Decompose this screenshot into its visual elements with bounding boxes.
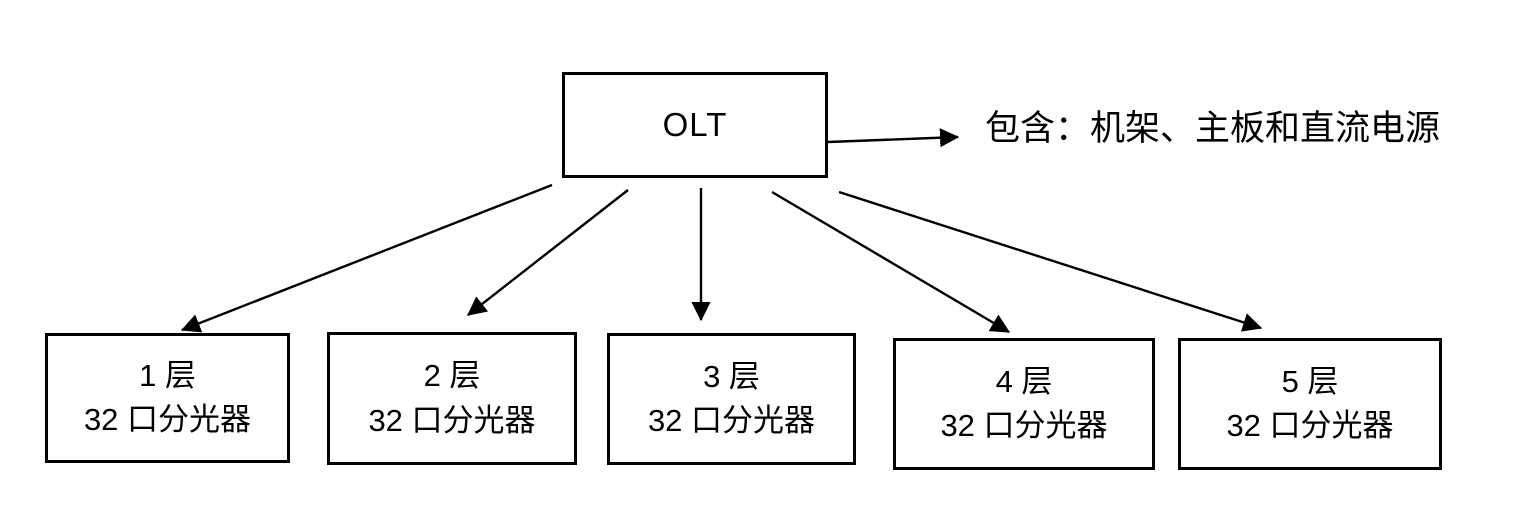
splitter-ports-label: 32 口分光器 xyxy=(1226,408,1394,443)
splitter-box-floor3: 3 层 32 口分光器 xyxy=(607,333,856,465)
splitter-box-floor1: 1 层 32 口分光器 xyxy=(45,333,290,463)
splitter-ports-label: 32 口分光器 xyxy=(940,408,1108,443)
connector-olt-to-annotation xyxy=(827,128,960,148)
splitter-floor-label: 2 层 xyxy=(423,358,481,394)
splitter-floor-label: 3 层 xyxy=(703,358,760,394)
splitter-box-floor5: 5 层 32 口分光器 xyxy=(1178,338,1442,470)
splitter-floor-label: 1 层 xyxy=(139,357,196,393)
connector-olt-to-floor1 xyxy=(180,183,553,333)
connector-olt-to-floor5 xyxy=(838,190,1263,332)
splitter-ports-label: 32 口分光器 xyxy=(368,402,536,438)
splitter-floor-label: 5 层 xyxy=(1281,363,1339,399)
splitter-ports-label: 32 口分光器 xyxy=(83,402,252,437)
annotation-text: 包含：机架、主板和直流电源 xyxy=(985,109,1441,149)
splitter-box-floor2: 2 层 32 口分光器 xyxy=(327,332,577,465)
splitter-box-floor4: 4 层 32 口分光器 xyxy=(893,338,1155,470)
olt-label: OLT xyxy=(662,106,728,143)
connector-olt-to-floor4 xyxy=(771,190,1011,334)
splitter-ports-label: 32 口分光器 xyxy=(647,403,816,438)
connector-olt-to-floor2 xyxy=(467,189,629,316)
olt-box: OLT xyxy=(562,72,828,178)
splitter-floor-label: 4 层 xyxy=(995,363,1053,399)
